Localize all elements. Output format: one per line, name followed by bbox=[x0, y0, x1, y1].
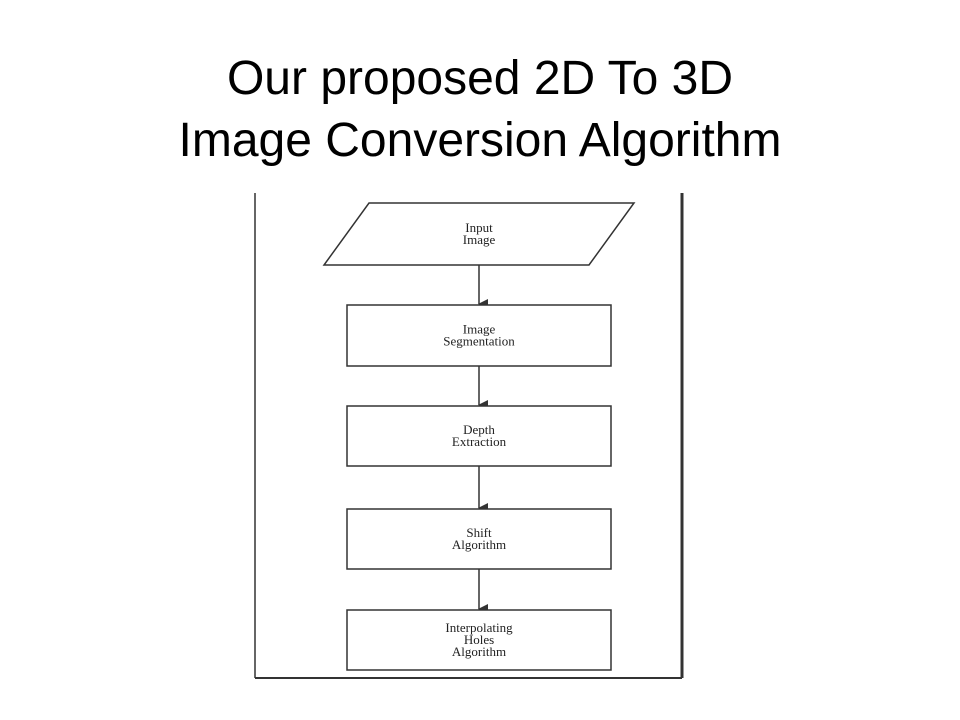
flow-node-label: Algorithm bbox=[452, 537, 506, 552]
flow-node-label: Holes bbox=[464, 632, 494, 647]
flowchart-nodes: InputImageImageSegmentationDepthExtracti… bbox=[322, 202, 636, 671]
flow-node-shape bbox=[346, 405, 612, 467]
flow-node-label: Input bbox=[465, 220, 493, 235]
flow-node-shape bbox=[322, 202, 636, 266]
flow-node-label: Algorithm bbox=[452, 644, 506, 659]
flow-node-label: Depth bbox=[463, 422, 495, 437]
flow-node-label: Segmentation bbox=[443, 334, 515, 349]
flow-node-label: Extraction bbox=[452, 434, 507, 449]
slide-title-line-1: Our proposed 2D To 3D bbox=[226, 52, 734, 105]
flow-node-label: Interpolating bbox=[445, 620, 513, 635]
flow-node-label: Image bbox=[463, 232, 496, 247]
slide-title-line-2: Image Conversion Algorithm bbox=[178, 114, 782, 167]
flow-node-label: Image bbox=[463, 322, 496, 337]
flow-node-shape bbox=[346, 609, 612, 671]
slide-title: Our proposed 2D To 3D Image Conversion A… bbox=[0, 48, 960, 172]
flow-node-shape bbox=[346, 304, 612, 367]
flow-node-label: Shift bbox=[466, 525, 492, 540]
flow-node-shape bbox=[346, 508, 612, 570]
